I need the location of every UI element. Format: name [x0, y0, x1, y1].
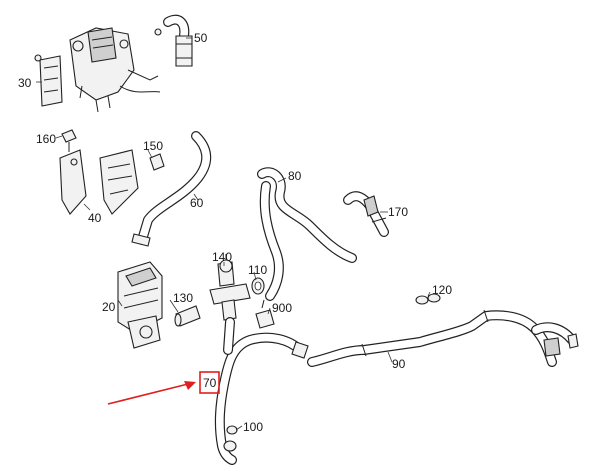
part-120-clips	[415, 293, 441, 305]
part-130-sleeve	[174, 305, 201, 327]
label-part-110: 110	[248, 263, 267, 277]
label-part-900: 900	[272, 301, 292, 315]
part-80-hose	[257, 167, 357, 301]
part-150-clip	[149, 153, 165, 171]
highlight-box-70	[199, 371, 220, 394]
part-20-pump	[117, 261, 163, 349]
part-900-fitting	[255, 299, 275, 329]
label-part-130: 130	[173, 291, 193, 305]
part-170-connector	[343, 191, 389, 237]
part-60-hose	[131, 131, 212, 247]
label-part-150: 150	[143, 139, 163, 153]
part-heater-assembly	[69, 27, 162, 113]
red-arrow-icon	[107, 383, 189, 405]
label-part-80: 80	[288, 169, 302, 183]
label-part-160: 160	[36, 132, 56, 146]
label-part-60: 60	[190, 196, 204, 210]
part-labels: 30 50 160 150 40 60 80 170 140 110 20 13…	[18, 31, 452, 434]
red-arrowhead-icon	[184, 381, 196, 390]
label-part-170: 170	[388, 205, 408, 219]
label-part-120: 120	[432, 283, 452, 297]
highlight-annotation	[107, 371, 220, 405]
label-part-20: 20	[102, 300, 116, 314]
label-part-50: 50	[194, 31, 208, 45]
part-50-fitting	[163, 14, 193, 67]
label-part-140: 140	[212, 250, 232, 264]
label-part-40: 40	[88, 211, 102, 225]
label-part-70: 70	[203, 376, 217, 390]
part-140-valve	[209, 254, 251, 321]
part-40-mount-bracket	[59, 149, 139, 215]
label-part-100: 100	[243, 420, 263, 434]
label-part-30: 30	[18, 76, 32, 90]
part-70-hose	[214, 317, 309, 465]
part-110-clip	[251, 277, 265, 295]
part-100-clip	[223, 425, 238, 452]
part-30-bracket	[34, 54, 63, 107]
label-part-90: 90	[392, 357, 406, 371]
part-160-bolt	[61, 129, 77, 152]
part-90-hose	[307, 309, 579, 367]
leader-lines	[36, 37, 431, 431]
